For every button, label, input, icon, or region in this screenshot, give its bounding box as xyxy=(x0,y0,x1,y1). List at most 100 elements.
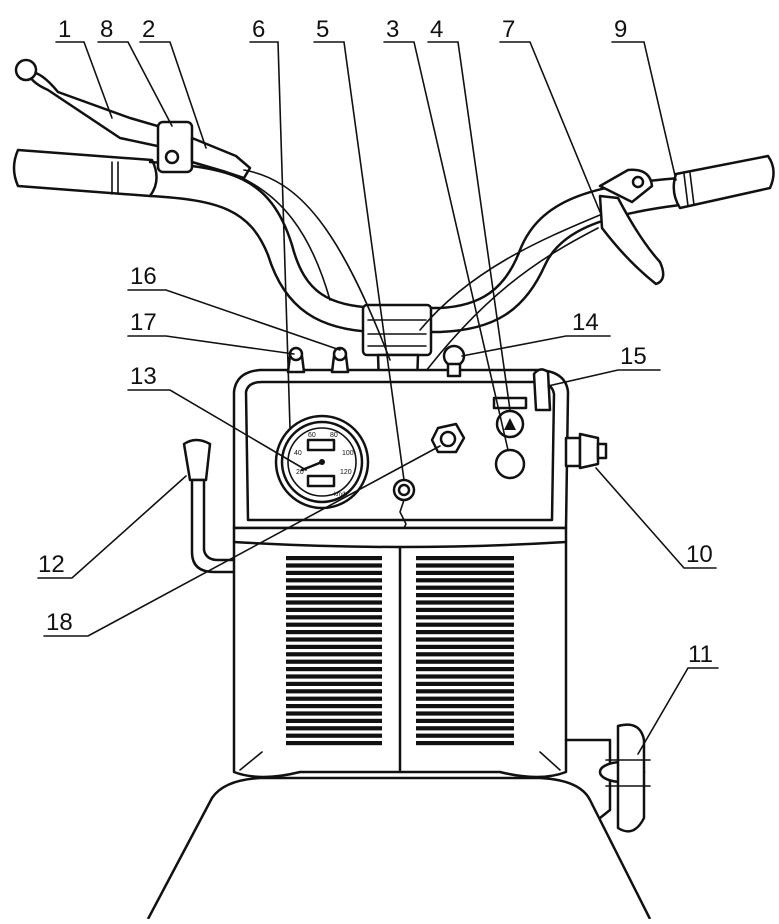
side-wheel xyxy=(564,723,651,833)
leader-9 xyxy=(611,41,677,181)
grille-slat xyxy=(286,585,382,590)
grille-slat xyxy=(416,585,514,590)
grille-slat xyxy=(286,652,382,657)
callout-4: 4 xyxy=(430,16,443,43)
throttle-lever xyxy=(598,194,665,286)
side-key-switch xyxy=(564,432,608,470)
left-grip xyxy=(12,148,158,198)
callout-labels: 1 2 3 4 5 6 7 8 9 10 11 12 13 14 15 16 1… xyxy=(38,16,713,668)
callout-17: 17 xyxy=(130,309,157,336)
left-lever-assembly xyxy=(14,58,391,361)
fuel-tap xyxy=(532,368,552,412)
grille-slat xyxy=(416,607,514,612)
grille-left xyxy=(286,556,382,746)
callout-16: 16 xyxy=(130,263,157,290)
leader-5 xyxy=(313,41,405,481)
grille-slat xyxy=(286,704,382,709)
grille-slat xyxy=(416,681,514,686)
handlebar-tube xyxy=(148,160,682,310)
grille-slat xyxy=(416,630,514,635)
grille-slat xyxy=(286,578,382,583)
grille-slat xyxy=(416,689,514,694)
callout-6: 6 xyxy=(252,16,265,43)
callout-3: 3 xyxy=(386,16,399,43)
callout-14: 14 xyxy=(572,309,599,336)
grille-slat xyxy=(286,570,382,575)
speedometer-needle xyxy=(300,460,324,472)
instrument-panel: 20 40 60 80 100 120 km/h xyxy=(232,344,608,637)
callout-10: 10 xyxy=(686,541,713,568)
leader-13 xyxy=(127,389,307,471)
grille-slat xyxy=(286,681,382,686)
grille-slat xyxy=(286,741,382,746)
leader-14 xyxy=(461,335,611,357)
grille-slat xyxy=(416,718,514,723)
grille-slat xyxy=(286,637,382,642)
leader-7 xyxy=(499,41,601,213)
grille-slat xyxy=(286,615,382,620)
grille-slat xyxy=(286,556,382,561)
grille-slat xyxy=(416,704,514,709)
grille-slat xyxy=(416,578,514,583)
grille-slat xyxy=(286,718,382,723)
speedometer-scale-label: 80 xyxy=(330,432,338,439)
grille-right xyxy=(416,556,514,746)
leader-6 xyxy=(249,41,291,429)
speedometer-scale-label: 40 xyxy=(294,450,302,457)
callout-11: 11 xyxy=(688,641,713,668)
callout-12: 12 xyxy=(38,551,65,578)
seat xyxy=(146,776,652,920)
grille-slat xyxy=(416,696,514,701)
leader-16 xyxy=(127,289,341,351)
ignition-switch xyxy=(392,478,416,502)
grille-slat xyxy=(416,726,514,731)
clutch-lever xyxy=(26,70,180,152)
callout-7: 7 xyxy=(502,16,515,43)
speedometer: 20 40 60 80 100 120 km/h xyxy=(274,414,370,510)
grille-slat xyxy=(416,622,514,627)
leader-3 xyxy=(383,41,509,451)
callout-1: 1 xyxy=(58,16,71,43)
grille-slat xyxy=(416,652,514,657)
grille-slat xyxy=(286,674,382,679)
leader-1 xyxy=(55,41,113,119)
grille-slat xyxy=(286,726,382,731)
leader-10 xyxy=(595,467,717,569)
speedometer-scale-label: 60 xyxy=(308,432,316,439)
speedometer-scale-label: 120 xyxy=(340,469,352,476)
grille-slat xyxy=(416,659,514,664)
callout-15: 15 xyxy=(620,343,647,370)
grille-slat xyxy=(416,563,514,568)
grille-slat xyxy=(416,593,514,598)
grille-slat xyxy=(416,570,514,575)
grille-slat xyxy=(416,644,514,649)
grille-slat xyxy=(416,556,514,561)
grille-slat xyxy=(286,622,382,627)
grille-slat xyxy=(416,733,514,738)
leader-8 xyxy=(97,41,173,127)
leader-17 xyxy=(127,335,295,355)
grille-slat xyxy=(286,711,382,716)
grille-slat xyxy=(286,644,382,649)
grille-slat xyxy=(416,667,514,672)
grille-slat xyxy=(286,630,382,635)
grille-slat xyxy=(416,600,514,605)
speedometer-unit: km/h xyxy=(334,492,347,498)
callout-8: 8 xyxy=(100,16,113,43)
grille-slat xyxy=(286,659,382,664)
grille-slat xyxy=(416,637,514,642)
leader-4 xyxy=(427,41,511,411)
light-switch xyxy=(430,422,466,454)
grille-slat xyxy=(416,674,514,679)
leader-lines xyxy=(37,41,719,755)
right-lever-assembly xyxy=(407,168,665,396)
grille-slat xyxy=(286,563,382,568)
leader-18 xyxy=(43,445,441,637)
grille-slat xyxy=(286,689,382,694)
callout-18: 18 xyxy=(46,609,73,636)
grille-slat xyxy=(286,667,382,672)
grille-slat xyxy=(286,733,382,738)
lever-clamp xyxy=(156,120,194,174)
callout-13: 13 xyxy=(130,363,157,390)
